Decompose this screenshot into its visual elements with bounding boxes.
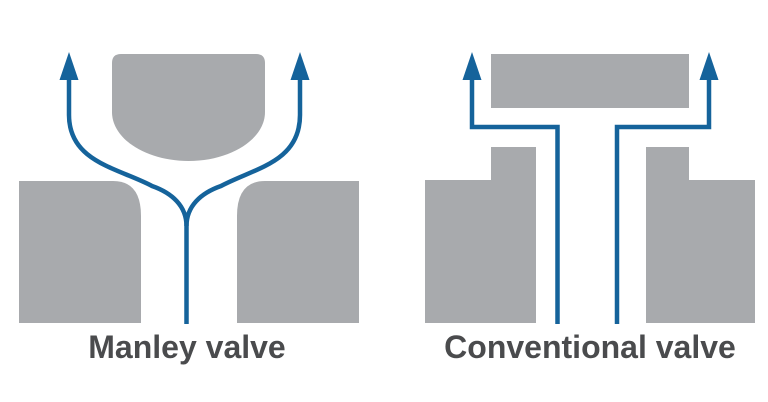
flow-path-left <box>469 77 560 324</box>
manley-valve-drawing <box>19 52 359 324</box>
conventional-seat-left <box>425 147 536 323</box>
flow-branch-left <box>66 77 189 227</box>
up-arrow-icon <box>290 52 310 80</box>
conventional-disc-shape <box>491 54 689 108</box>
manley-seat-left <box>19 181 141 323</box>
conventional-valve-panel: Conventional valve <box>384 0 768 402</box>
manley-seat-right <box>237 181 359 323</box>
flow-branch-right <box>184 77 303 227</box>
up-arrow-icon <box>699 52 719 80</box>
conventional-seat-right <box>646 147 755 323</box>
manley-valve-label: Manley valve <box>88 329 286 365</box>
conventional-valve-label: Conventional valve <box>444 329 736 365</box>
up-arrow-icon <box>462 52 482 80</box>
up-arrow-icon <box>59 52 79 80</box>
manley-valve-panel: Manley valve <box>19 52 359 365</box>
manley-poppet-shape <box>112 54 265 161</box>
flow-path-right <box>614 77 712 324</box>
conventional-valve-drawing <box>425 52 755 324</box>
